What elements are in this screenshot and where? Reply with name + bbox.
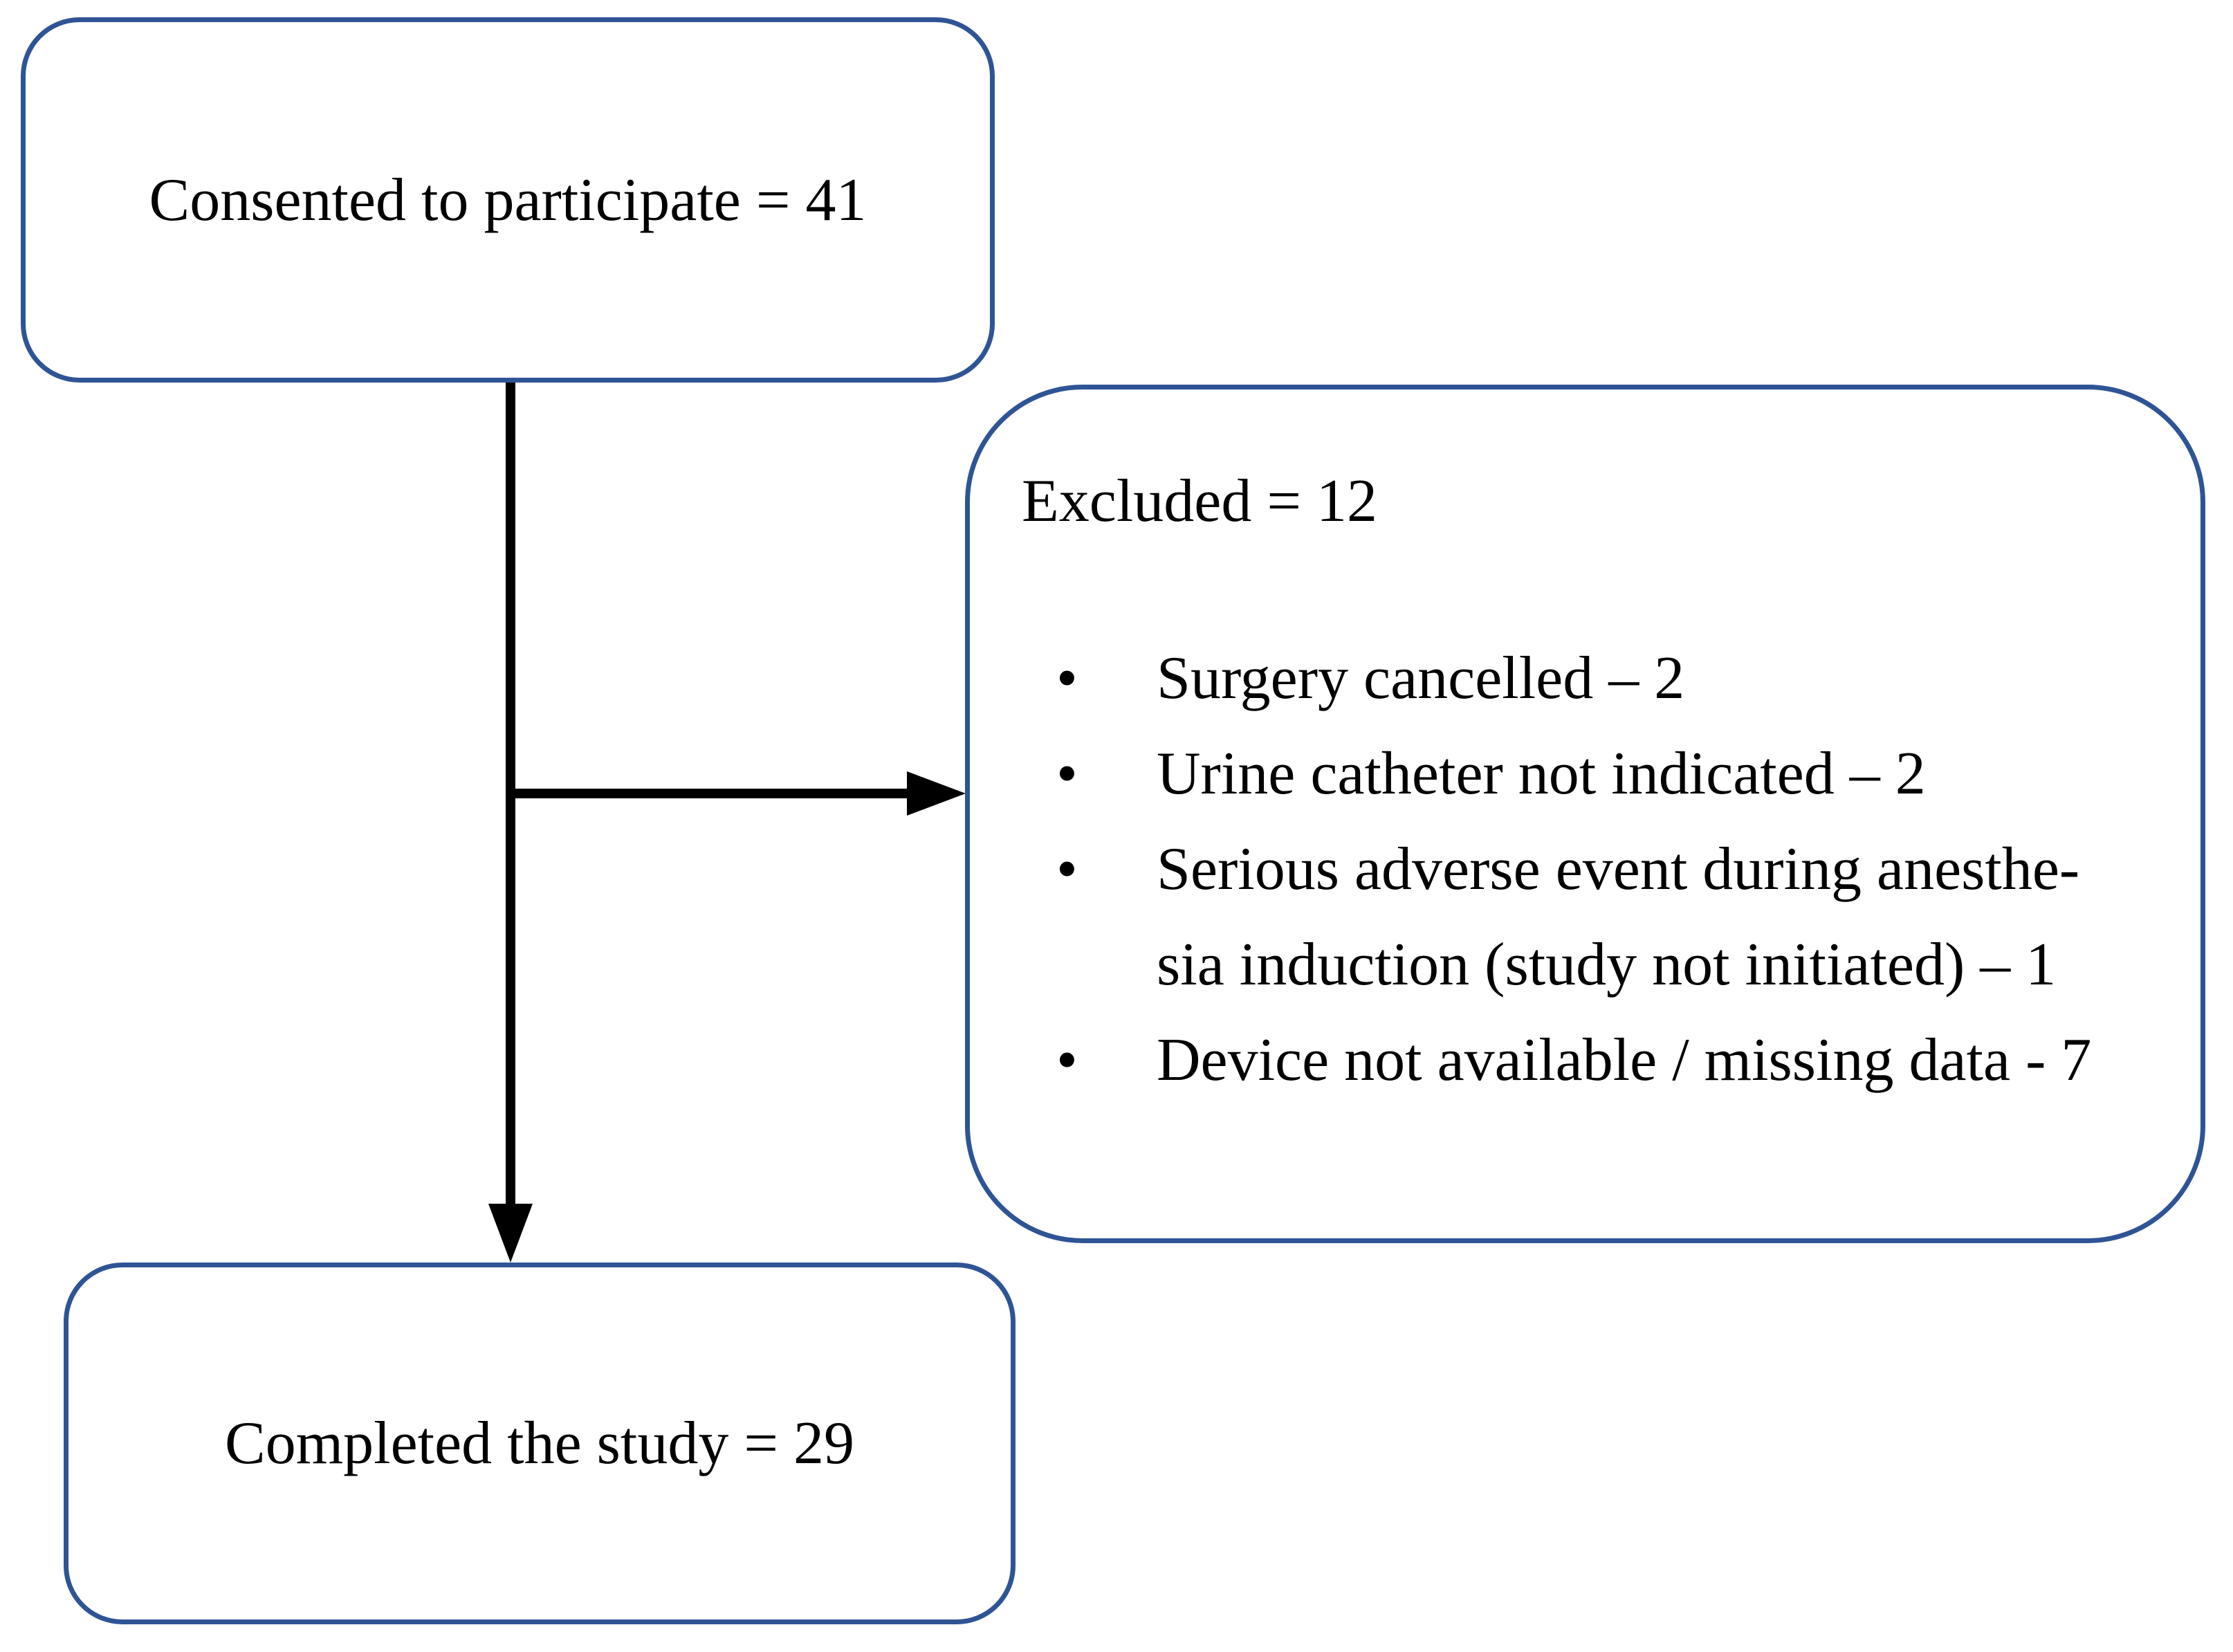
bullet-icon: • <box>1056 645 1078 712</box>
excluded-item-text: Surgery cancelled – 2 <box>1157 645 1685 712</box>
bullet-icon: • <box>1056 1027 1078 1094</box>
right-arrow-shaft <box>511 789 908 798</box>
list-item: • Urine catheter not indicated – 2 <box>1022 726 2152 822</box>
node-completed: Completed the study = 29 <box>64 1263 1016 1624</box>
node-completed-label: Completed the study = 29 <box>225 1410 854 1477</box>
excluded-item-text: Device not available / missing data - 7 <box>1157 1027 2092 1094</box>
list-item: • Surgery cancelled – 2 <box>1022 631 2152 726</box>
down-arrowhead-icon <box>488 1204 533 1263</box>
list-item: • Device not available / missing data - … <box>1022 1013 2152 1108</box>
node-consented: Consented to participate = 41 <box>21 17 995 383</box>
excluded-list: • Surgery cancelled – 2 • Urine catheter… <box>1022 631 2152 1108</box>
node-excluded: Excluded = 12 • Surgery cancelled – 2 • … <box>965 385 2205 1243</box>
excluded-title: Excluded = 12 <box>1022 468 1377 535</box>
excluded-item-text: Urine catheter not indicated – 2 <box>1157 740 1926 807</box>
bullet-icon: • <box>1056 740 1078 807</box>
excluded-item-text: Serious adverse event during anesthe- si… <box>1157 836 2080 998</box>
node-consented-label: Consented to participate = 41 <box>149 166 867 234</box>
right-arrowhead-icon <box>907 771 966 816</box>
list-item: • Serious adverse event during anesthe- … <box>1022 822 2152 1013</box>
bullet-icon: • <box>1056 836 1078 903</box>
